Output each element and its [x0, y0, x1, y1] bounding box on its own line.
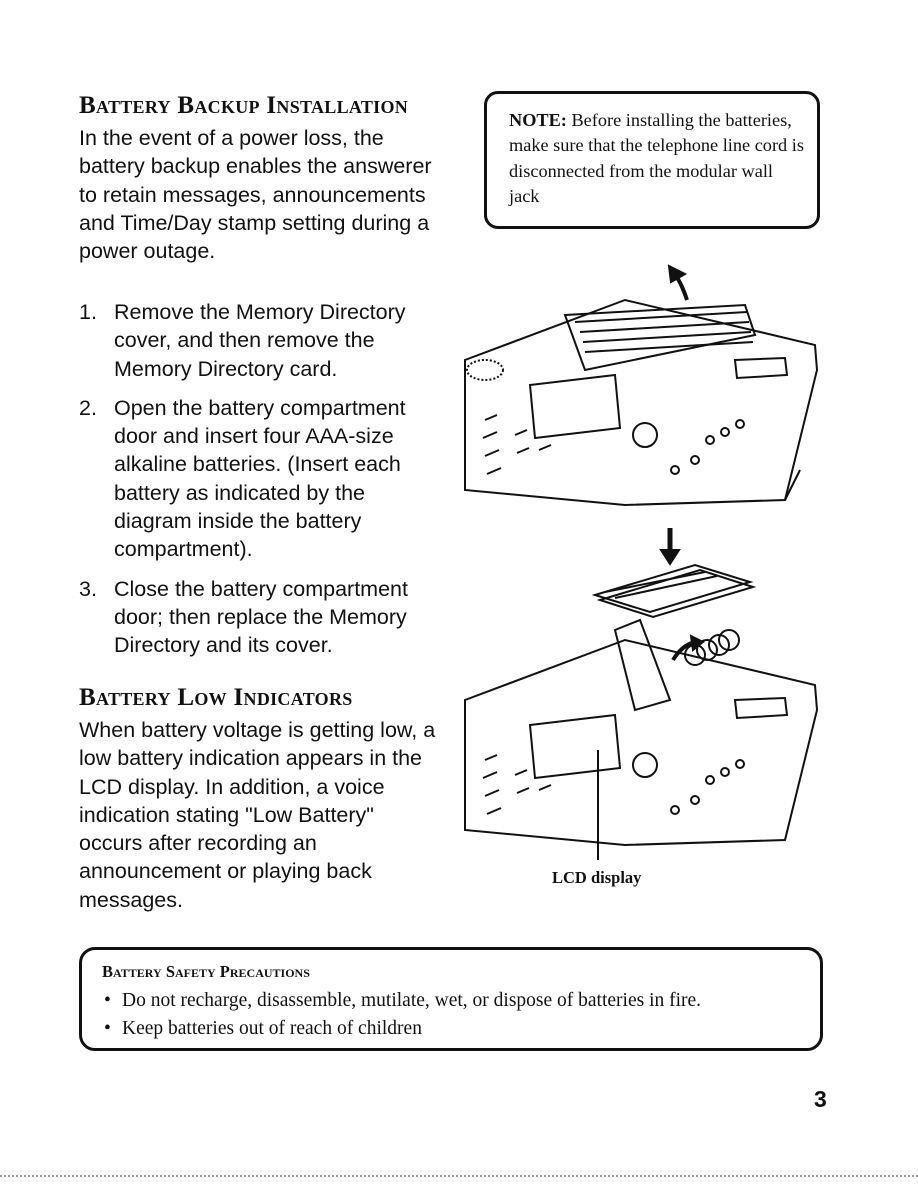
scan-edge-divider	[0, 1175, 918, 1177]
step-text: Remove the Memory Directory cover, and t…	[114, 300, 406, 381]
step-number: 2.	[79, 395, 97, 420]
installation-steps: 1. Remove the Memory Directory cover, an…	[79, 298, 439, 671]
intro-paragraph: In the event of a power loss, the batter…	[79, 126, 432, 264]
lift-arrow-icon	[667, 264, 689, 301]
safety-title: Battery Safety Precautions	[102, 962, 310, 981]
safety-item: Do not recharge, disassemble, mutilate, …	[102, 987, 804, 1015]
note-box: NOTE: Before installing the batteries, m…	[484, 91, 820, 229]
step-item: 3. Close the battery compartment door; t…	[79, 575, 439, 660]
safety-item: Keep batteries out of reach of children	[102, 1015, 804, 1043]
answerer-lower-drawing	[464, 618, 819, 847]
answering-machine-illustration	[464, 264, 819, 860]
safety-list: Do not recharge, disassemble, mutilate, …	[102, 987, 804, 1043]
safety-precautions-box: Battery Safety Precautions Do not rechar…	[79, 947, 823, 1051]
page-number: 3	[814, 1086, 827, 1112]
step-item: 2. Open the battery compartment door and…	[79, 394, 439, 564]
answerer-upper-drawing	[464, 298, 819, 507]
note-text: Before installing the batteries, make su…	[509, 110, 804, 207]
battery-low-paragraph: When battery voltage is getting low, a l…	[79, 718, 436, 912]
step-text: Open the battery compartment door and in…	[114, 395, 406, 562]
section-title-battery-backup: Battery Backup Installation	[79, 92, 409, 119]
step-text: Close the battery compartment door; then…	[114, 576, 408, 658]
section-title-battery-low: Battery Low Indicators	[79, 684, 353, 711]
directory-card-drawing	[591, 563, 757, 619]
step-number: 1.	[79, 300, 97, 324]
step-item: 1. Remove the Memory Directory cover, an…	[79, 298, 439, 383]
note-label: NOTE:	[509, 110, 567, 130]
lcd-display-label: LCD display	[552, 868, 642, 887]
step-number: 3.	[79, 576, 97, 601]
insert-arrow-icon	[659, 528, 681, 566]
